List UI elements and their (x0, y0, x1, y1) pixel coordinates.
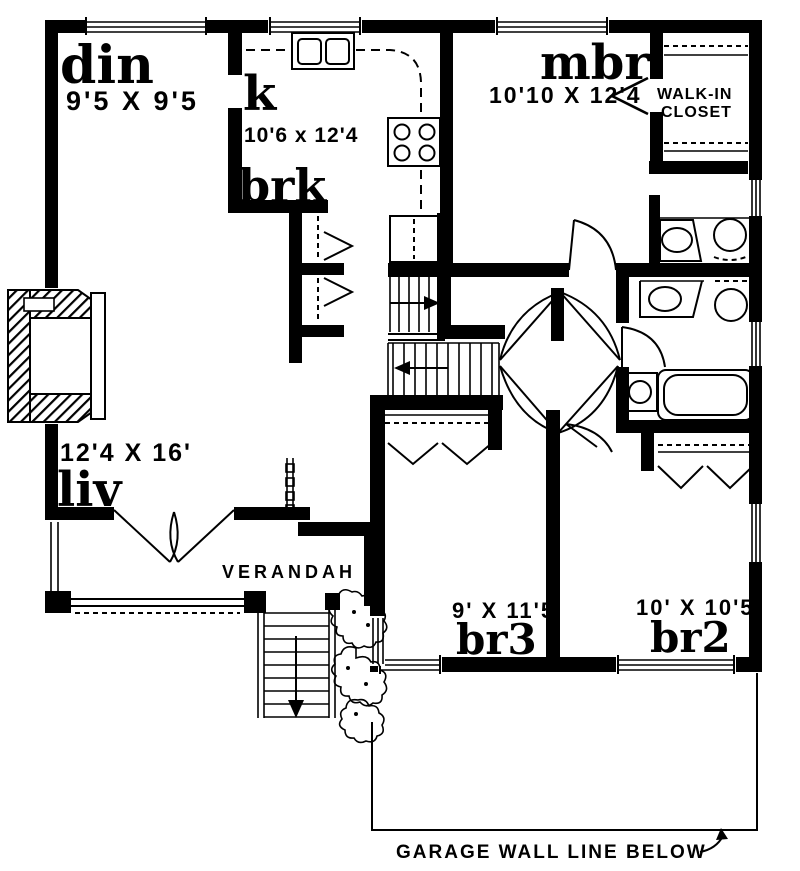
windows (85, 17, 762, 674)
kitchen-sink (291, 32, 355, 70)
hall-doors-star (499, 291, 621, 434)
walkin-label-line1: WALK-IN (657, 86, 732, 103)
room-label-kitchen: k (243, 66, 278, 122)
room-dims-liv: 12'4 X 16' (60, 439, 192, 467)
liv-step-rail (285, 458, 295, 518)
room-dims-br3: 9' X 11'5 (452, 598, 555, 623)
vanity-sink-mid (639, 280, 703, 318)
room-dims-din: 9'5 X 9'5 (66, 86, 199, 116)
fireplace (6, 288, 106, 424)
shrub (328, 588, 388, 744)
br2-closet-bifold (657, 465, 704, 490)
room-label-br3: br3 (456, 615, 537, 664)
verandah-label: VERANDAH (222, 562, 356, 582)
br3-closet-bifold (387, 442, 439, 466)
toilet-bottom (622, 372, 658, 412)
bathroom-fixtures (622, 217, 754, 421)
room-label-mbr: mbr (540, 35, 650, 91)
room-label-br2: br2 (650, 613, 731, 662)
labels: din 9'5 X 9'5 k 10'6 x 12'4 brk mbr 10'1… (57, 35, 755, 863)
verandah-railing (45, 522, 340, 614)
stairs-verandah (257, 602, 336, 718)
room-dims-mbr: 10'10 X 12'4 (489, 82, 642, 108)
stairs-main (387, 277, 500, 395)
room-dims-kitchen: 10'6 x 12'4 (244, 124, 358, 147)
vanity-sink-top (659, 219, 703, 262)
garage-wall-line (371, 673, 758, 853)
kitchen-fixtures (246, 32, 441, 263)
room-label-brk: brk (238, 159, 327, 213)
refrigerator (389, 215, 439, 263)
br2-door (565, 423, 598, 448)
interior-walls (228, 20, 762, 672)
stove (387, 117, 441, 167)
closet-shelves (385, 45, 754, 490)
toilet-mid (714, 280, 748, 322)
toilet-top (713, 218, 747, 261)
garage-note-label: GARAGE WALL LINE BELOW (396, 842, 707, 863)
french-doors (113, 506, 235, 563)
doors (113, 76, 666, 563)
room-dims-br2: 10' X 10'5 (636, 595, 755, 620)
walkin-label-line2: CLOSET (661, 104, 732, 121)
room-label-din: din (60, 35, 154, 96)
room-label-liv: liv (57, 462, 123, 518)
mbr-door (568, 219, 575, 271)
pantry-closets (317, 216, 355, 323)
walkin-pointer-icon (609, 76, 649, 116)
